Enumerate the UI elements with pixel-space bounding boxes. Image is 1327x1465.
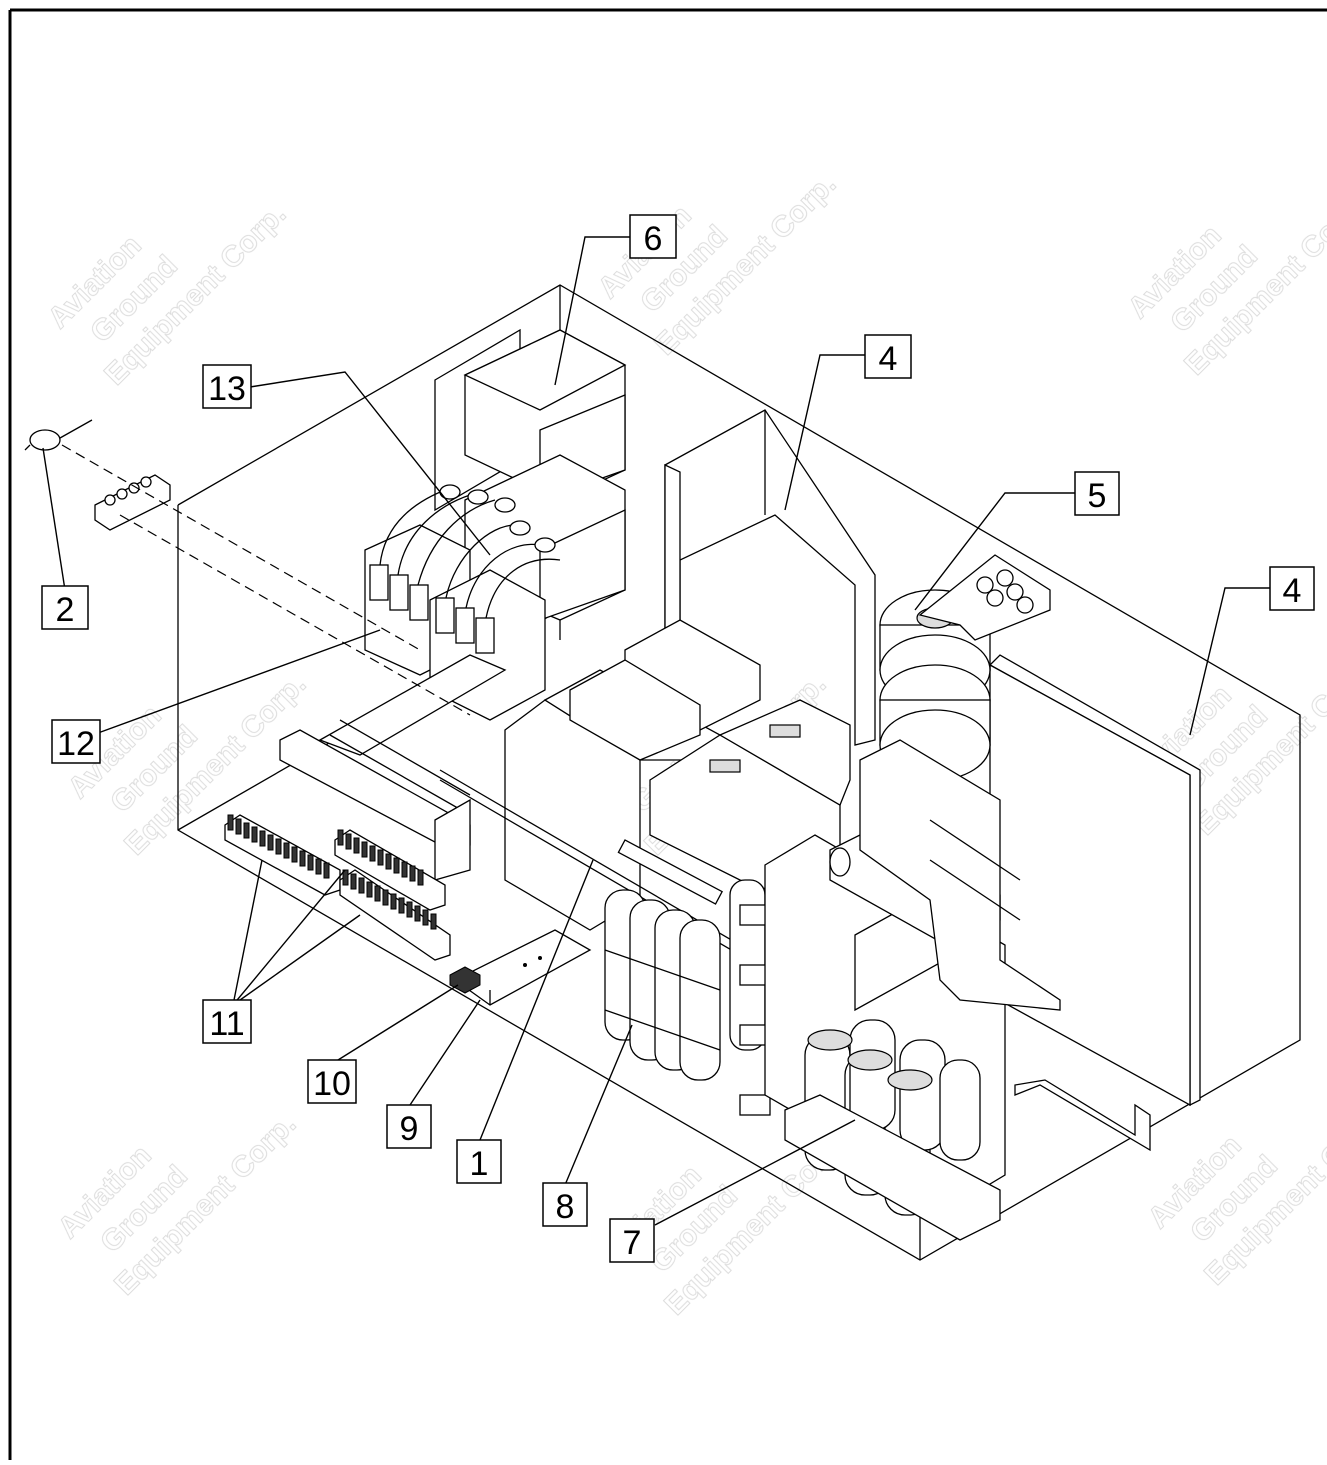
explode-path-2 — [119, 514, 471, 716]
callout-9: 9 — [386, 1104, 432, 1149]
exploded-fuse-clip — [24, 419, 93, 451]
leader-10 — [329, 984, 459, 1066]
explode-path-1 — [61, 444, 421, 651]
callout-label: 9 — [400, 1110, 419, 1148]
capacitor-group — [784, 1019, 1001, 1241]
leader-lines — [42, 236, 1270, 1226]
callout-11: 11 — [202, 999, 252, 1044]
capacitor-bank — [604, 839, 771, 1116]
exploded-terminal-block — [94, 474, 171, 531]
bracket-hole — [523, 963, 527, 967]
leader-12 — [97, 629, 381, 734]
callout-label: 10 — [313, 1065, 351, 1103]
leader-9 — [409, 999, 481, 1106]
leader-13 — [249, 371, 491, 556]
callout-4b: 4 — [1269, 566, 1315, 611]
callout-label: 2 — [56, 591, 75, 629]
watermark-3: Aviation Ground Equipment Corp. — [1121, 187, 1327, 382]
base-frame — [279, 654, 801, 991]
leader-8 — [564, 1024, 633, 1186]
leader-5 — [914, 492, 1075, 611]
leader-4a — [784, 354, 865, 511]
callout-7: 7 — [609, 1218, 655, 1263]
bracket-hole — [538, 956, 542, 960]
leader-4b — [1189, 587, 1270, 736]
callout-label: 7 — [623, 1224, 642, 1262]
leader-7 — [654, 1119, 856, 1226]
callout-label: 4 — [879, 340, 898, 378]
callout-1: 1 — [456, 1139, 502, 1184]
callout-label: 12 — [57, 725, 95, 763]
callout-10: 10 — [307, 1059, 357, 1104]
callout-2: 2 — [41, 585, 89, 630]
rear-bracket — [859, 739, 1151, 1152]
callout-12: 12 — [51, 719, 101, 764]
callout-label: 8 — [556, 1188, 575, 1226]
leader-6 — [554, 236, 630, 386]
leader-11b — [232, 869, 346, 1006]
watermark-7: Aviation Ground Equipment Corp. — [51, 1107, 303, 1302]
callout-label: 6 — [644, 220, 663, 258]
main-choke — [504, 619, 851, 931]
leader-2 — [42, 447, 66, 591]
leader-11a — [232, 859, 263, 1006]
terminal-strips — [224, 814, 451, 961]
mounting-bracket — [453, 929, 592, 1006]
leader-11c — [232, 914, 361, 1006]
leader-1 — [479, 859, 594, 1141]
callout-label: 13 — [208, 370, 246, 408]
callout-5: 5 — [1074, 471, 1120, 516]
callout-8: 8 — [542, 1182, 588, 1227]
callout-6: 6 — [629, 214, 677, 259]
callout-label: 5 — [1088, 477, 1107, 515]
callout-4a: 4 — [864, 334, 912, 379]
callout-label: 11 — [209, 1005, 244, 1043]
watermark-1: Aviation Ground Equipment Corp. — [41, 197, 293, 392]
fuse-holder — [449, 966, 481, 994]
watermark-2: Aviation Ground Equipment Corp. — [591, 167, 843, 362]
callout-label: 1 — [470, 1145, 489, 1183]
callout-label: 4 — [1283, 572, 1302, 610]
side-panel-right — [988, 654, 1201, 1107]
callout-13: 13 — [202, 364, 252, 409]
